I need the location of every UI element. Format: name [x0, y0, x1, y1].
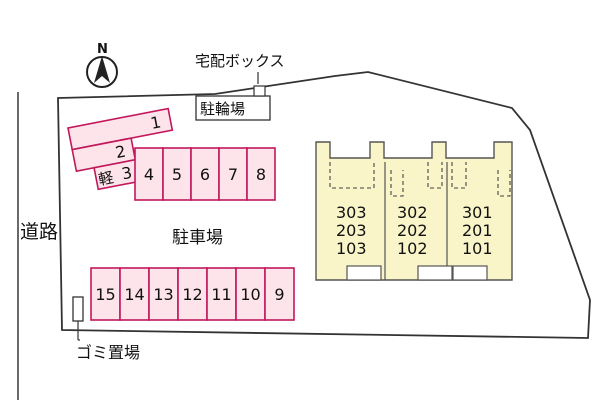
balcony-outline-2a — [390, 170, 404, 197]
parking-slot-12-label: 12 — [182, 285, 202, 304]
site-boundary — [57, 71, 591, 339]
parking-slot-4 — [134, 147, 164, 201]
parking-slot-10-label: 10 — [240, 285, 260, 304]
parking-slot-5-label: 5 — [172, 165, 182, 184]
parking-slot-9-label: 9 — [274, 285, 284, 304]
parking-slot-13-label: 13 — [153, 285, 173, 304]
parking-slot-15-label: 15 — [95, 285, 115, 304]
entrance-step-3 — [452, 265, 488, 281]
road-label: 道路 — [20, 221, 58, 243]
north-label: N — [97, 42, 108, 57]
room-303: 303 — [336, 203, 367, 222]
parking-slot-8 — [246, 147, 276, 201]
garbage-label: ゴミ置場 — [76, 343, 140, 362]
entrance-step-2 — [417, 265, 453, 281]
parking-slot-11-label: 11 — [211, 285, 231, 304]
delivery-box — [253, 85, 266, 97]
balcony-outline-2b — [427, 162, 443, 189]
delivery-box-label: 宅配ボックス — [195, 52, 285, 70]
balcony-outline-3a — [451, 162, 467, 189]
entrance-step-1 — [346, 265, 382, 281]
room-103: 103 — [336, 239, 367, 258]
apartment-building: 303 203 103 302 202 102 301 201 101 — [315, 141, 513, 281]
parking-slot-7-label: 7 — [228, 165, 238, 184]
parking-row-lower: 15 14 13 12 11 10 9 — [90, 267, 295, 321]
parking-area-label: 駐車場 — [172, 228, 223, 248]
parking-slot-4-label: 4 — [144, 165, 154, 184]
parking-slot-3-label: 3 — [120, 163, 134, 184]
parking-slot-8-label: 8 — [256, 165, 266, 184]
parking-slot-14-label: 14 — [124, 285, 144, 304]
garbage-station — [72, 296, 84, 322]
bicycle-parking-area — [195, 95, 271, 121]
parking-slot-6-label: 6 — [200, 165, 210, 184]
parking-rotated-group: 1 2 3 軽 — [67, 107, 174, 191]
room-101: 101 — [462, 239, 493, 258]
room-302: 302 — [397, 203, 428, 222]
parking-slot-1-label: 1 — [149, 112, 163, 133]
parking-slot-14 — [119, 267, 150, 321]
room-201: 201 — [462, 221, 493, 240]
building-outline — [315, 141, 513, 281]
parking-slot-9 — [264, 267, 295, 321]
room-301: 301 — [462, 203, 493, 222]
room-203: 203 — [336, 221, 367, 240]
parking-slot-15 — [90, 267, 121, 321]
room-102: 102 — [397, 239, 428, 258]
kei-car-label: 軽 — [97, 168, 115, 189]
balcony-outline-3b — [497, 170, 511, 197]
room-202: 202 — [397, 221, 428, 240]
north-arrow-icon — [94, 56, 110, 83]
compass: N — [86, 42, 118, 88]
parking-slot-13 — [148, 267, 179, 321]
parking-slot-2-label: 2 — [114, 142, 128, 163]
bicycle-parking-label: 駐輪場 — [200, 100, 245, 118]
